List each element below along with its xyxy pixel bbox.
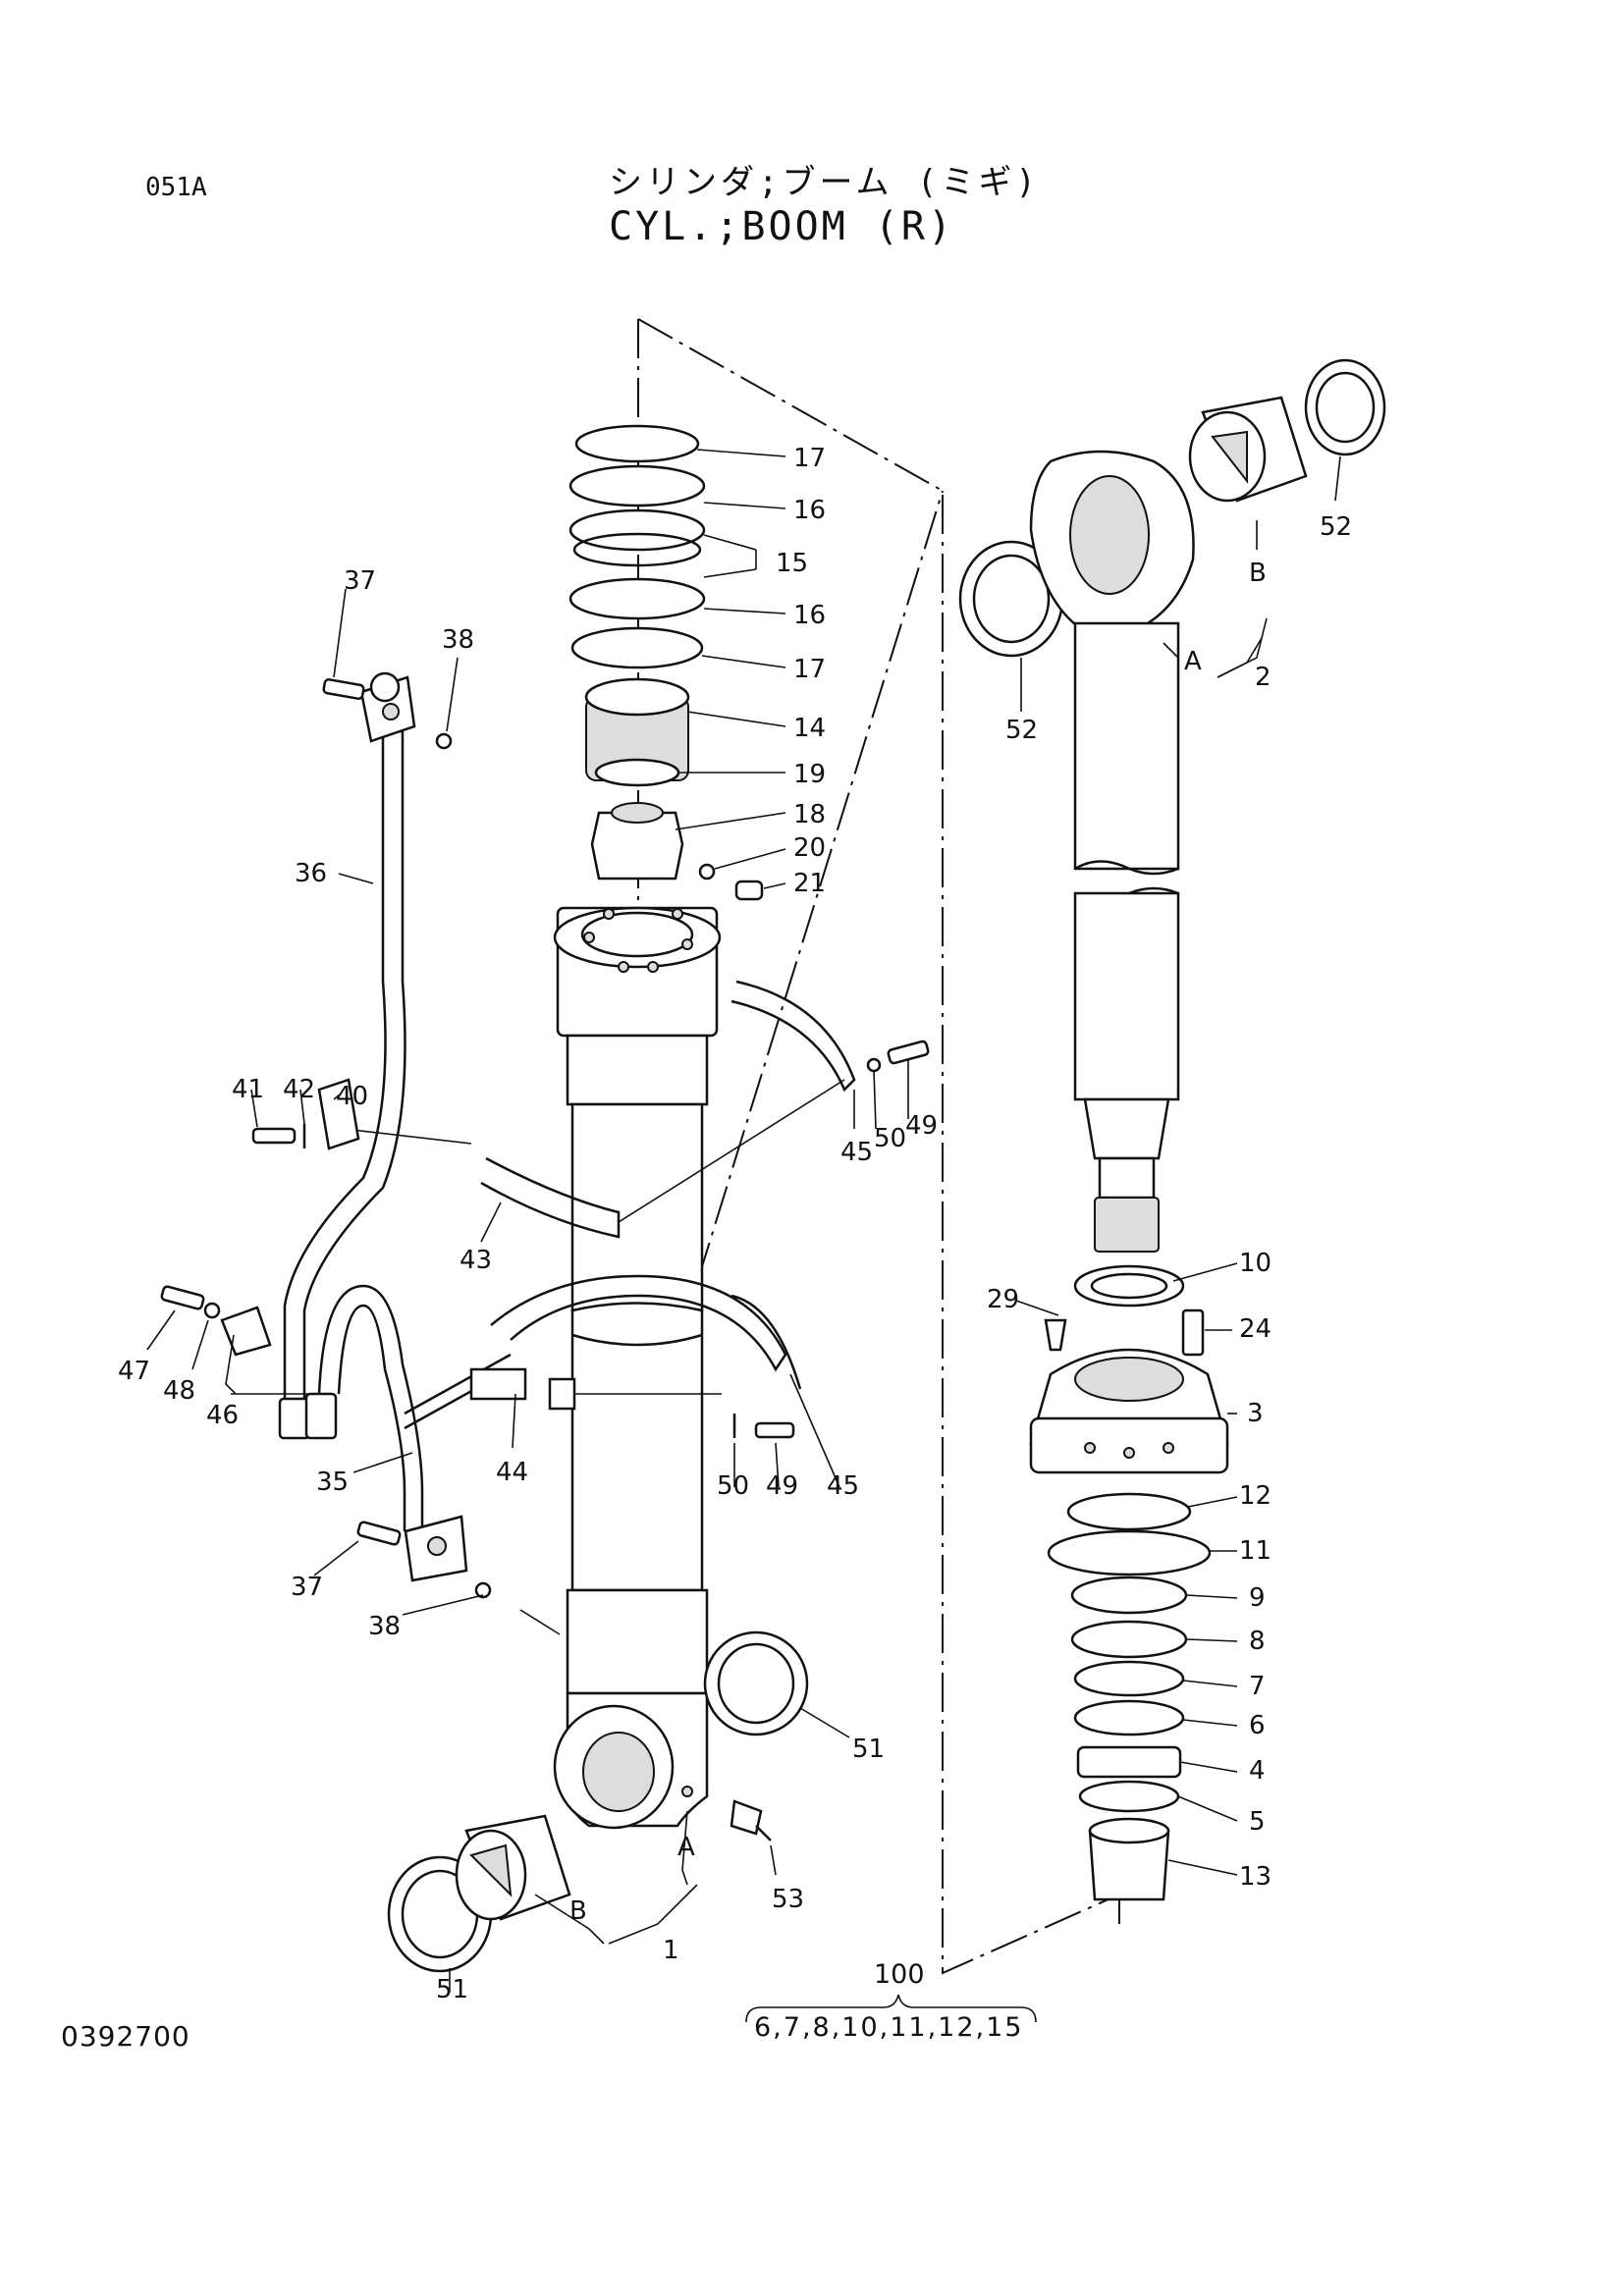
callout-16-lower: 16 bbox=[793, 601, 826, 630]
callout-16-upper: 16 bbox=[793, 496, 826, 525]
callout-47: 47 bbox=[118, 1357, 150, 1386]
callout-49-lower: 49 bbox=[766, 1471, 798, 1501]
callout-8: 8 bbox=[1249, 1627, 1266, 1656]
callout-29: 29 bbox=[987, 1285, 1019, 1314]
callout-B-lower: B bbox=[569, 1896, 587, 1926]
callout-50-lower: 50 bbox=[717, 1471, 749, 1501]
callout-labels: 17 16 15 16 17 14 19 18 20 21 37 38 36 4… bbox=[118, 444, 1352, 2004]
callout-11: 11 bbox=[1239, 1536, 1271, 1566]
callout-53: 53 bbox=[772, 1885, 804, 1914]
piston-seal-stack[interactable] bbox=[568, 424, 764, 901]
callout-B-upper: B bbox=[1249, 559, 1267, 588]
pipe-clamp-bands[interactable] bbox=[343, 980, 856, 1430]
callout-51-right: 51 bbox=[852, 1735, 885, 1764]
callout-41: 41 bbox=[232, 1075, 264, 1104]
kit-contents: 6,7,8,10,11,12,15 bbox=[754, 2012, 1024, 2043]
callout-6: 6 bbox=[1249, 1711, 1266, 1740]
callout-A-upper: A bbox=[1184, 647, 1202, 676]
drawing-number: 0392700 bbox=[61, 2020, 190, 2053]
callout-2: 2 bbox=[1255, 663, 1271, 692]
callout-38-upper: 38 bbox=[442, 625, 474, 655]
page-code: 051A bbox=[145, 173, 207, 202]
leader-lines bbox=[146, 449, 1341, 1993]
kit-brace bbox=[745, 1994, 1037, 2023]
cylinder-head[interactable] bbox=[1029, 1264, 1229, 1901]
callout-13: 13 bbox=[1239, 1862, 1271, 1892]
callout-45-upper: 45 bbox=[840, 1138, 873, 1167]
callout-5: 5 bbox=[1249, 1807, 1266, 1837]
hardware-bolts[interactable] bbox=[160, 678, 930, 1842]
callout-37-lower: 37 bbox=[291, 1573, 323, 1602]
callout-51-left: 51 bbox=[436, 1975, 468, 2004]
title-japanese: シリンダ;ブーム (ミギ) bbox=[609, 163, 1040, 202]
callout-37-upper: 37 bbox=[344, 566, 376, 596]
callout-49-upper: 49 bbox=[905, 1111, 938, 1141]
title-english: CYL.;BOOM (R) bbox=[609, 204, 955, 249]
callout-17-lower: 17 bbox=[793, 655, 826, 684]
callout-3: 3 bbox=[1247, 1399, 1264, 1428]
callout-52-right: 52 bbox=[1320, 512, 1352, 542]
callout-1: 1 bbox=[663, 1936, 679, 1965]
callout-44: 44 bbox=[496, 1458, 528, 1487]
callout-50-upper: 50 bbox=[874, 1124, 906, 1153]
cylinder-tube[interactable] bbox=[553, 906, 722, 1830]
callout-38-lower: 38 bbox=[368, 1612, 401, 1641]
callout-46: 46 bbox=[206, 1401, 239, 1430]
callout-45-lower: 45 bbox=[827, 1471, 859, 1501]
callout-24: 24 bbox=[1239, 1314, 1271, 1344]
bushings-and-seals[interactable] bbox=[387, 358, 1386, 1973]
callout-43: 43 bbox=[460, 1246, 492, 1275]
callout-17-upper: 17 bbox=[793, 444, 826, 473]
callout-35: 35 bbox=[316, 1468, 349, 1497]
callout-19: 19 bbox=[793, 760, 826, 789]
kit-number: 100 bbox=[874, 1959, 925, 1990]
callout-48: 48 bbox=[163, 1376, 195, 1406]
callout-10: 10 bbox=[1239, 1249, 1271, 1278]
callout-4: 4 bbox=[1249, 1756, 1266, 1786]
hydraulic-pipes[interactable] bbox=[278, 671, 468, 1582]
callout-36: 36 bbox=[295, 859, 327, 888]
callout-15: 15 bbox=[776, 549, 808, 578]
callout-18: 18 bbox=[793, 800, 826, 829]
callout-40: 40 bbox=[336, 1082, 368, 1111]
callout-9: 9 bbox=[1249, 1583, 1266, 1613]
callout-42: 42 bbox=[283, 1075, 315, 1104]
callout-21: 21 bbox=[793, 869, 826, 898]
callout-12: 12 bbox=[1239, 1481, 1271, 1511]
callout-14: 14 bbox=[793, 714, 826, 743]
callout-A-lower: A bbox=[677, 1833, 695, 1862]
callout-52-left: 52 bbox=[1005, 716, 1038, 745]
callout-20: 20 bbox=[793, 833, 826, 863]
piston-rod[interactable] bbox=[1029, 450, 1195, 1253]
callout-7: 7 bbox=[1249, 1672, 1266, 1701]
